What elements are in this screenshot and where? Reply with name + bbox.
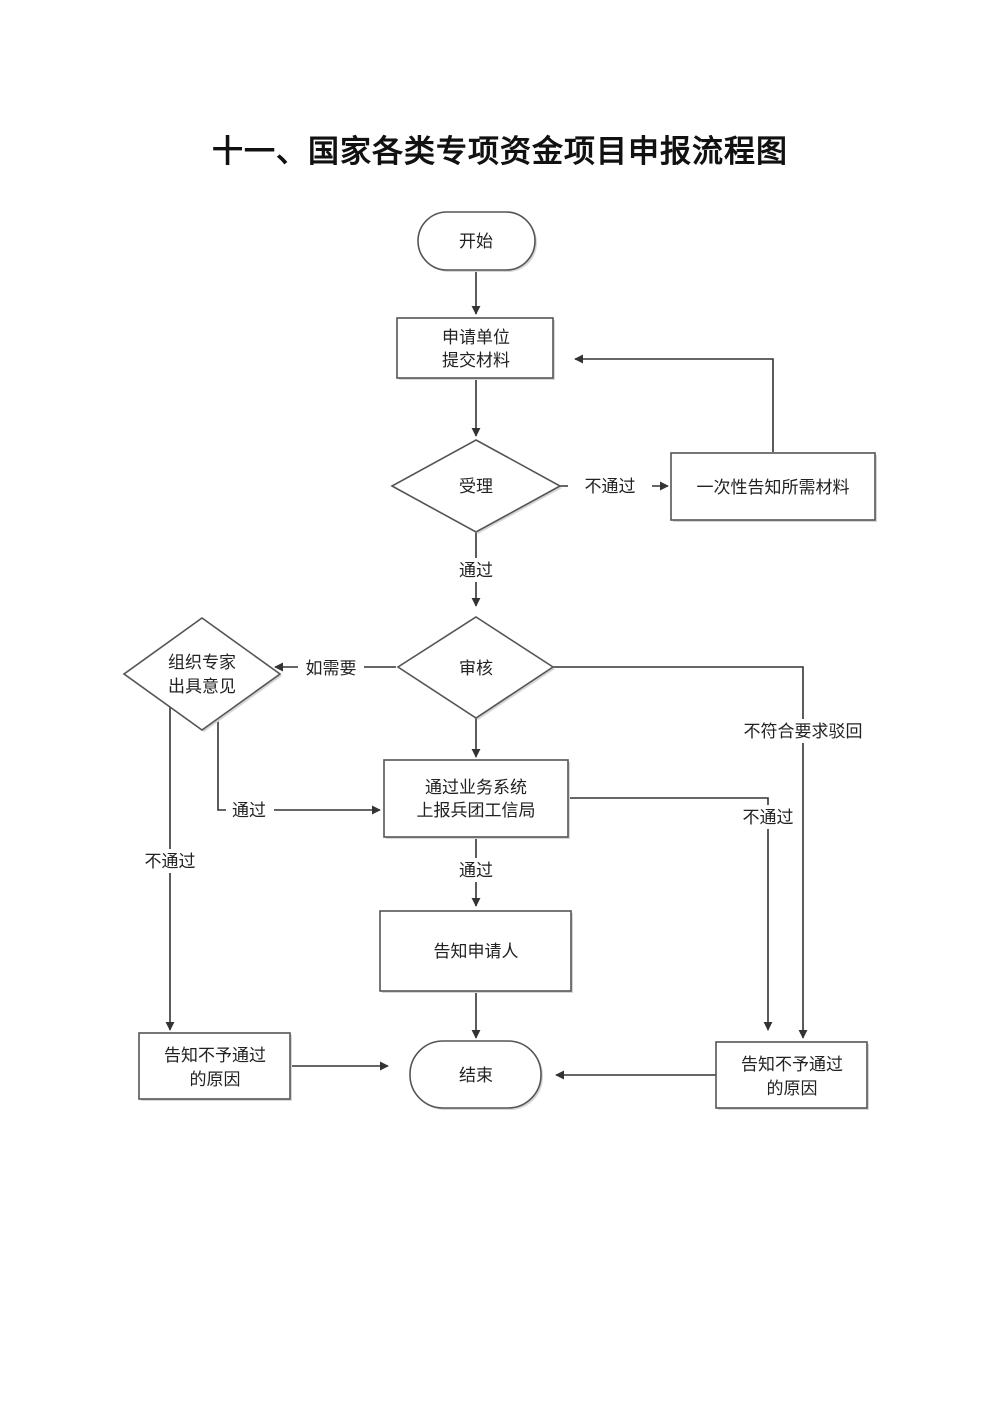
label-report-pass: 通过 [459, 861, 493, 881]
node-submit-line1: 申请单位 [442, 328, 510, 348]
node-accept-label: 受理 [459, 477, 493, 497]
node-end: 结束 [409, 1040, 543, 1110]
node-notify-materials-label: 一次性告知所需材料 [697, 478, 850, 498]
label-report-fail: 不通过 [743, 808, 794, 828]
node-submit-line2: 提交材料 [442, 351, 510, 371]
node-review: 审核 [396, 616, 555, 720]
node-report: 通过业务系统 上报兵团工信局 [383, 759, 570, 839]
node-expert-line2: 出具意见 [168, 677, 236, 697]
page-title: 十一、国家各类专项资金项目申报流程图 [212, 134, 788, 170]
node-report-line1: 通过业务系统 [425, 778, 527, 798]
node-start: 开始 [417, 211, 537, 272]
node-reject-left-line1: 告知不予通过 [164, 1046, 266, 1066]
label-review-need: 如需要 [306, 659, 357, 679]
edge-expert-report [217, 698, 381, 815]
node-notify-materials: 一次性告知所需材料 [670, 452, 877, 522]
node-notify-applicant: 告知申请人 [379, 910, 573, 993]
node-submit: 申请单位 提交材料 [396, 317, 555, 380]
node-end-label: 结束 [459, 1066, 493, 1086]
node-reject-left-line2: 的原因 [190, 1070, 241, 1090]
label-expert-pass: 通过 [232, 801, 266, 821]
node-reject-right-line2: 的原因 [767, 1079, 818, 1099]
node-reject-right: 告知不予通过 的原因 [715, 1041, 869, 1110]
label-review-reject: 不符合要求驳回 [744, 722, 863, 742]
edge-review-reject [553, 666, 808, 1039]
node-reject-right-line1: 告知不予通过 [741, 1055, 843, 1075]
label-accept-pass: 通过 [459, 561, 493, 581]
node-reject-left: 告知不予通过 的原因 [138, 1032, 292, 1101]
node-accept: 受理 [390, 439, 562, 534]
node-notify-applicant-label: 告知申请人 [434, 942, 519, 962]
edge-report-reject [568, 797, 773, 1031]
edge-labels: 不通过 通过 如需要 不符合要求驳回 通过 不通过 不通过 通过 [138, 474, 870, 882]
node-review-label: 审核 [459, 659, 493, 679]
label-accept-fail: 不通过 [585, 477, 636, 497]
label-expert-fail: 不通过 [145, 852, 196, 872]
node-expert: 组织专家 出具意见 [122, 617, 282, 732]
node-start-label: 开始 [459, 232, 493, 252]
node-report-line2: 上报兵团工信局 [417, 801, 536, 821]
edge-notify-submit [574, 354, 774, 452]
node-expert-line1: 组织专家 [168, 653, 236, 673]
